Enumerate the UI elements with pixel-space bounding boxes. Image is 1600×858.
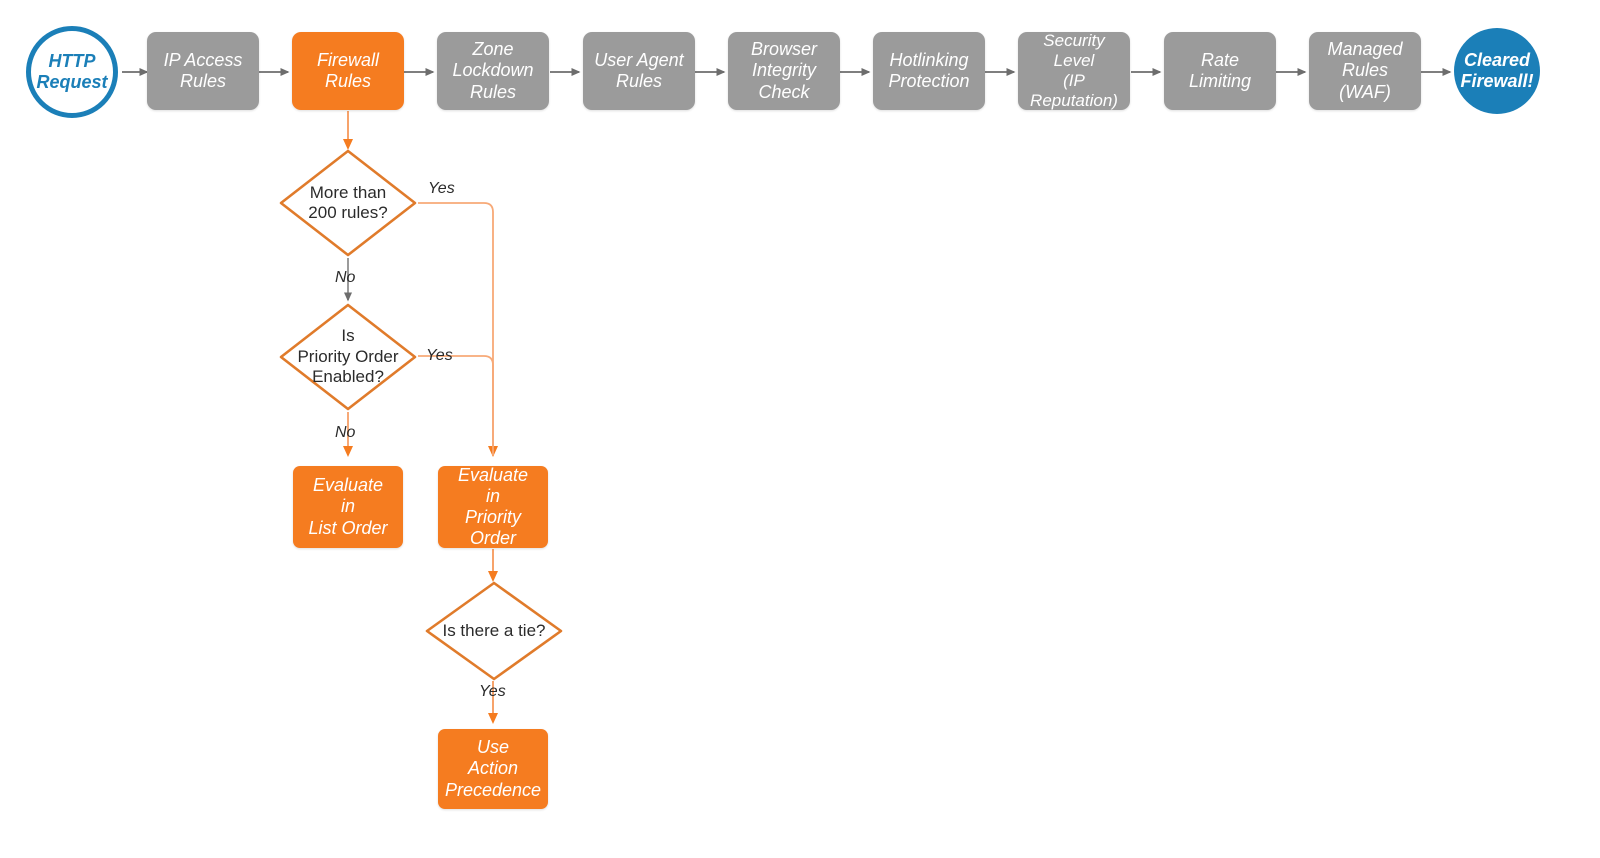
diamond-shape-is-priority-order-enabled bbox=[279, 303, 417, 411]
node-http-request[interactable]: HTTP Request bbox=[26, 26, 118, 118]
node-managed-rules-waf-label: Managed Rules (WAF) bbox=[1327, 39, 1403, 102]
node-firewall-rules-label: Firewall Rules bbox=[316, 49, 379, 91]
node-rate-limiting[interactable]: Rate Limiting bbox=[1164, 32, 1276, 110]
node-browser-integrity-check-label: Browser Integrity Check bbox=[750, 39, 817, 102]
node-user-agent-rules[interactable]: User Agent Rules bbox=[583, 32, 695, 110]
edge-label-tie-yes: Yes bbox=[479, 683, 506, 700]
edge-label-decision2-yes: Yes bbox=[426, 347, 453, 364]
node-decision-is-there-a-tie[interactable]: Is there a tie? bbox=[424, 580, 564, 682]
edge-label-decision1-yes: Yes bbox=[428, 180, 455, 197]
node-ip-access-rules-label: IP Access Rules bbox=[163, 49, 243, 91]
node-hotlinking-protection-label: Hotlinking Protection bbox=[888, 49, 970, 91]
node-security-level-label: Security Level (IP Reputation) bbox=[1030, 30, 1118, 111]
node-firewall-rules[interactable]: Firewall Rules bbox=[292, 32, 404, 110]
node-managed-rules-waf[interactable]: Managed Rules (WAF) bbox=[1309, 32, 1421, 110]
node-rate-limiting-label: Rate Limiting bbox=[1188, 49, 1252, 91]
node-zone-lockdown-rules[interactable]: Zone Lockdown Rules bbox=[437, 32, 549, 110]
node-cleared-firewall[interactable]: Cleared Firewall! bbox=[1454, 28, 1540, 114]
edge-decision1-yes-to-priority bbox=[418, 202, 498, 457]
node-hotlinking-protection[interactable]: Hotlinking Protection bbox=[873, 32, 985, 110]
diamond-shape-more-than-200-rules bbox=[279, 149, 417, 257]
node-decision-more-than-200-rules[interactable]: More than 200 rules? bbox=[278, 148, 418, 258]
node-http-request-label: HTTP Request bbox=[36, 50, 108, 92]
node-use-action-precedence-label: Use Action Precedence bbox=[444, 737, 542, 800]
diamond-shape-is-there-a-tie bbox=[425, 581, 563, 681]
node-cleared-firewall-label: Cleared Firewall! bbox=[1460, 49, 1534, 91]
node-decision-is-priority-order-enabled[interactable]: Is Priority Order Enabled? bbox=[278, 302, 418, 412]
edge-label-decision1-no: No bbox=[335, 269, 356, 286]
node-decision-is-priority-order-enabled-label: Is Priority Order Enabled? bbox=[297, 326, 399, 387]
edge-label-decision2-no: No bbox=[335, 424, 356, 441]
node-evaluate-in-priority-order-label: Evaluate in Priority Order bbox=[457, 464, 529, 549]
edge-decision2-yes-to-priority bbox=[418, 355, 494, 455]
node-user-agent-rules-label: User Agent Rules bbox=[594, 49, 684, 91]
node-evaluate-in-list-order[interactable]: Evaluate in List Order bbox=[293, 466, 403, 548]
node-evaluate-in-list-order-label: Evaluate in List Order bbox=[308, 475, 388, 538]
node-use-action-precedence[interactable]: Use Action Precedence bbox=[438, 729, 548, 809]
node-zone-lockdown-rules-label: Zone Lockdown Rules bbox=[452, 39, 534, 102]
node-ip-access-rules[interactable]: IP Access Rules bbox=[147, 32, 259, 110]
node-decision-is-there-a-tie-label: Is there a tie? bbox=[442, 620, 546, 640]
node-decision-more-than-200-rules-label: More than 200 rules? bbox=[308, 182, 388, 222]
node-security-level[interactable]: Security Level (IP Reputation) bbox=[1018, 30, 1130, 111]
node-browser-integrity-check[interactable]: Browser Integrity Check bbox=[728, 32, 840, 110]
node-evaluate-in-priority-order[interactable]: Evaluate in Priority Order bbox=[438, 464, 548, 549]
